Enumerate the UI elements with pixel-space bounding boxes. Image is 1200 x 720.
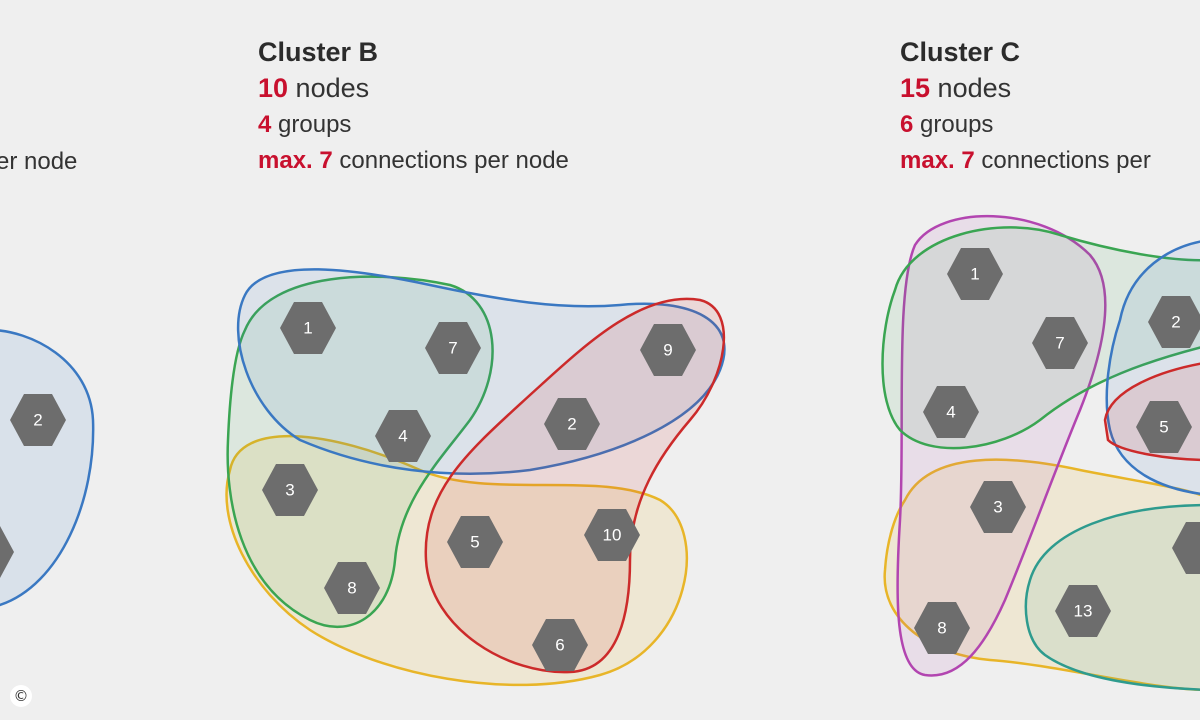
cluster-c-text: Cluster C 15 nodes 6 groups max. 7 conne… <box>900 34 1151 179</box>
cluster-a-node-partial <box>0 526 14 578</box>
cluster-c-node-5: 5 <box>1136 401 1192 453</box>
cluster-c-nodes-count: 15 <box>900 73 931 103</box>
node-label: 3 <box>285 481 294 500</box>
cluster-c-node-4: 4 <box>923 386 979 438</box>
cluster-c-connections-line: max. 7 connections per <box>900 143 1151 179</box>
cluster-b-nodes-line: 10 nodes <box>258 70 569 107</box>
node-label: 5 <box>1159 418 1168 437</box>
cluster-a-text: er node <box>0 40 77 180</box>
node-label: 5 <box>470 533 479 552</box>
cluster-b-node-9: 9 <box>640 324 696 376</box>
cluster-c-node-2: 2 <box>1148 296 1200 348</box>
cluster-b-diagram: 1 7 9 4 2 3 5 10 <box>225 268 726 687</box>
cluster-c-node-1: 1 <box>947 248 1003 300</box>
node-label: 4 <box>946 403 955 422</box>
cluster-c-node-7: 7 <box>1032 317 1088 369</box>
cluster-c-connections-label: connections per <box>974 147 1151 174</box>
node-label: 9 <box>663 341 672 360</box>
cluster-b-groups-count: 4 <box>258 111 272 138</box>
cluster-b-connections-label: connections per node <box>332 147 569 174</box>
cluster-b-node-3: 3 <box>262 464 318 516</box>
copyright-icon: © <box>10 685 32 707</box>
cluster-b-node-6: 6 <box>532 619 588 671</box>
cluster-b-node-5: 5 <box>447 516 503 568</box>
cluster-b-red-group <box>424 297 725 674</box>
cluster-b-nodes-label: nodes <box>288 73 370 103</box>
cluster-c-diagram: 1 2 7 4 5 3 8 13 <box>881 214 1200 691</box>
cluster-c-max-value: max. 7 <box>900 147 975 174</box>
node-label: 3 <box>993 498 1002 517</box>
cluster-b-green-group <box>226 275 494 629</box>
node-label: 1 <box>970 265 979 284</box>
cluster-b-groups-label: groups <box>271 111 352 138</box>
cluster-a-connections-text: er node <box>0 148 78 175</box>
node-label: 1 <box>303 319 312 338</box>
node-label: 2 <box>33 411 42 430</box>
node-label: 6 <box>555 636 564 655</box>
cluster-a-blue-group <box>0 329 95 607</box>
cluster-b-title: Cluster B <box>258 37 379 67</box>
cluster-c-nodes-line: 15 nodes <box>900 70 1151 107</box>
cluster-c-node-partial <box>1172 522 1200 574</box>
cluster-b-max-value: max. 7 <box>258 147 333 174</box>
cluster-b-node-2: 2 <box>544 398 600 450</box>
cluster-b-node-7: 7 <box>425 322 481 374</box>
node-label: 13 <box>1074 602 1093 621</box>
cluster-c-title: Cluster C <box>900 37 1021 67</box>
node-label: 2 <box>1171 313 1180 332</box>
cluster-b-node-4: 4 <box>375 410 431 462</box>
cluster-c-nodes-label: nodes <box>930 73 1012 103</box>
cluster-b-node-8: 8 <box>324 562 380 614</box>
cluster-a-node-2: 2 <box>10 394 66 446</box>
node-label: 4 <box>398 427 407 446</box>
cluster-b-groups-line: 4 groups <box>258 107 569 143</box>
node-label: 7 <box>448 339 457 358</box>
cluster-a-diagram: 2 <box>0 329 95 607</box>
cluster-b-text: Cluster B 10 nodes 4 groups max. 7 conne… <box>258 34 569 179</box>
cluster-c-node-3: 3 <box>970 481 1026 533</box>
cluster-c-groups-count: 6 <box>900 111 914 138</box>
cluster-b-connections-line: max. 7 connections per node <box>258 143 569 179</box>
node-label: 8 <box>347 579 356 598</box>
cluster-c-groups-label: groups <box>913 111 994 138</box>
cluster-b-nodes-count: 10 <box>258 73 289 103</box>
cluster-c-groups-line: 6 groups <box>900 107 1151 143</box>
node-label: 7 <box>1055 334 1064 353</box>
cluster-a-connections-line: er node <box>0 144 77 180</box>
node-label: 10 <box>603 526 622 545</box>
node-label: 2 <box>567 415 576 434</box>
cluster-c-node-8: 8 <box>914 602 970 654</box>
cluster-b-node-1: 1 <box>280 302 336 354</box>
cluster-c-teal-group <box>1024 503 1200 691</box>
cluster-b-node-10: 10 <box>584 509 640 561</box>
node-label: 8 <box>937 619 946 638</box>
cluster-c-node-13: 13 <box>1055 585 1111 637</box>
